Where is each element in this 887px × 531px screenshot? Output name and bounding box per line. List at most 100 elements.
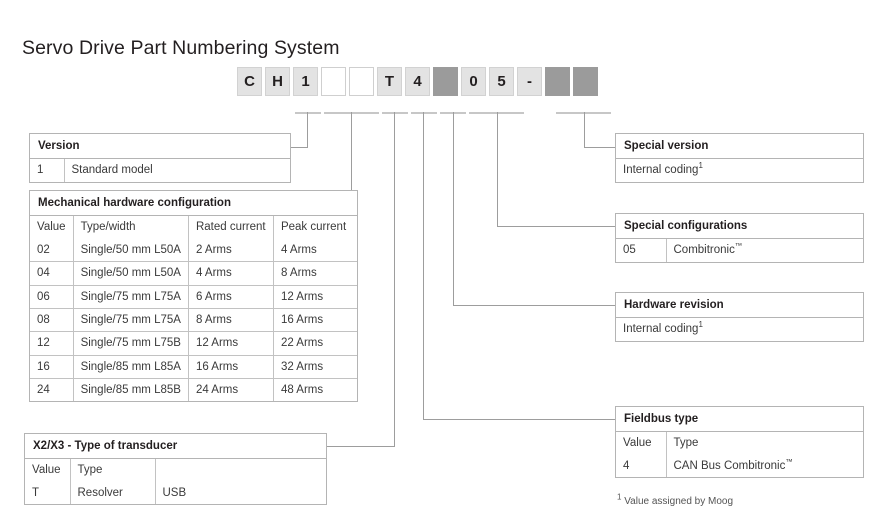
cap-transducer	[382, 112, 408, 114]
table-header-row: Value Type	[616, 432, 863, 455]
mech-value: 12	[30, 331, 74, 356]
version-table: Version 1 Standard model	[29, 133, 291, 183]
leader-special-version-h	[584, 147, 616, 148]
code-box-3	[321, 67, 346, 96]
special-version-value: Internal coding1	[616, 159, 863, 181]
version-table-body: 1 Standard model	[30, 159, 290, 182]
code-box-4	[349, 67, 374, 96]
col-rated-current: Rated current	[188, 216, 274, 239]
leader-transducer-v	[394, 112, 395, 446]
mech-peak-current: 32 Arms	[273, 355, 357, 380]
special-config-text: Combitronic	[673, 244, 735, 257]
special-config-desc: Combitronic™	[666, 239, 863, 261]
fieldbus-type: CAN Bus Combitronic™	[666, 455, 863, 477]
hardware-revision-title: Hardware revision	[616, 293, 863, 319]
special-version-table: Special version Internal coding1	[615, 133, 864, 183]
table-header-row: Value Type	[25, 459, 326, 482]
code-box-0: C	[237, 67, 262, 96]
table-row: 1 Standard model	[30, 159, 290, 182]
mech-peak-current: 4 Arms	[273, 238, 357, 263]
code-box-8: 0	[461, 67, 486, 96]
footnote-marker: 1	[698, 320, 703, 330]
hardware-revision-body: Internal coding1	[616, 318, 863, 340]
leader-special-config-v	[497, 112, 498, 226]
special-version-title: Special version	[616, 134, 863, 160]
transducer-table: X2/X3 - Type of transducer Value Type T …	[24, 433, 327, 506]
cap-version	[295, 112, 321, 114]
code-box-6: 4	[405, 67, 430, 96]
col-type: Type	[673, 437, 699, 450]
hardware-revision-table: Hardware revision Internal coding1	[615, 292, 864, 342]
trademark-icon: ™	[734, 241, 743, 251]
mech-value: 04	[30, 261, 74, 286]
code-box-12	[573, 67, 598, 96]
leader-hardware-revision-h	[453, 305, 615, 306]
special-version-body: Internal coding1	[616, 159, 863, 181]
mech-value: 16	[30, 355, 74, 380]
mech-type-width: Single/75 mm L75A	[73, 285, 189, 309]
code-box-7	[433, 67, 458, 96]
mech-value: 24	[30, 378, 74, 402]
fieldbus-type-table: Fieldbus type Value Type 4 CAN Bus Combi…	[615, 406, 864, 479]
fieldbus-value: 4	[616, 454, 667, 478]
mech-value: 08	[30, 308, 74, 333]
table-row: Internal coding1	[616, 318, 863, 340]
page-title: Servo Drive Part Numbering System	[22, 37, 340, 60]
mech-type-width: Single/75 mm L75A	[73, 308, 189, 333]
code-box-1: H	[265, 67, 290, 96]
footnote-marker: 1	[617, 492, 622, 502]
hardware-revision-text: Internal coding	[623, 323, 699, 336]
special-config-body: 05 Combitronic™	[616, 239, 863, 262]
col-value: Value	[616, 432, 667, 455]
leader-version-v	[307, 112, 308, 147]
mech-rated-current: 2 Arms	[188, 238, 274, 263]
mech-type-width: Single/50 mm L50A	[73, 238, 189, 263]
special-configurations-table: Special configurations 05 Combitronic™	[615, 213, 864, 263]
mech-rated-current: 6 Arms	[188, 285, 274, 309]
leader-transducer-h	[327, 446, 395, 447]
col-type-width: Type/width	[73, 216, 189, 239]
table-row: 4 CAN Bus Combitronic™	[616, 454, 863, 478]
code-box-2: 1	[293, 67, 318, 96]
mech-peak-current: 8 Arms	[273, 261, 357, 286]
transducer-interface: USB	[162, 486, 187, 499]
mech-value: 06	[30, 285, 74, 309]
special-config-value: 05	[616, 239, 667, 262]
code-box-10: -	[517, 67, 542, 96]
mech-peak-current: 16 Arms	[273, 308, 357, 333]
mech-rated-current: 16 Arms	[188, 355, 274, 380]
mech-type-width: Single/50 mm L50A	[73, 261, 189, 286]
col-type: Type	[70, 459, 156, 482]
cap-special-config	[469, 112, 524, 114]
leader-mechanical-v	[351, 112, 352, 195]
mech-rated-current: 4 Arms	[188, 261, 274, 286]
mech-peak-current: 22 Arms	[273, 331, 357, 356]
mechanical-table-title: Mechanical hardware configuration	[30, 191, 357, 217]
special-config-title: Special configurations	[616, 214, 863, 240]
mech-type-width: Single/75 mm L75B	[73, 331, 189, 356]
col-peak-current: Peak current	[280, 221, 347, 234]
fieldbus-type-text: CAN Bus Combitronic	[673, 459, 786, 472]
mech-rated-current: 8 Arms	[188, 308, 274, 333]
transducer-table-title: X2/X3 - Type of transducer	[25, 434, 326, 460]
leader-hardware-revision-v	[453, 112, 454, 305]
col-value: Value	[30, 216, 74, 239]
mech-rated-current: 12 Arms	[188, 331, 274, 356]
version-table-title: Version	[30, 134, 290, 160]
table-header-row: Value Type/width Rated current Peak curr…	[30, 216, 357, 239]
code-box-9: 5	[489, 67, 514, 96]
special-version-text: Internal coding	[623, 164, 699, 177]
leader-fieldbus-v	[423, 112, 424, 419]
table-row: Internal coding1	[616, 159, 863, 181]
version-value: 1	[30, 159, 65, 182]
transducer-type: Resolver	[70, 481, 156, 505]
table-row: 05 Combitronic™	[616, 239, 863, 262]
